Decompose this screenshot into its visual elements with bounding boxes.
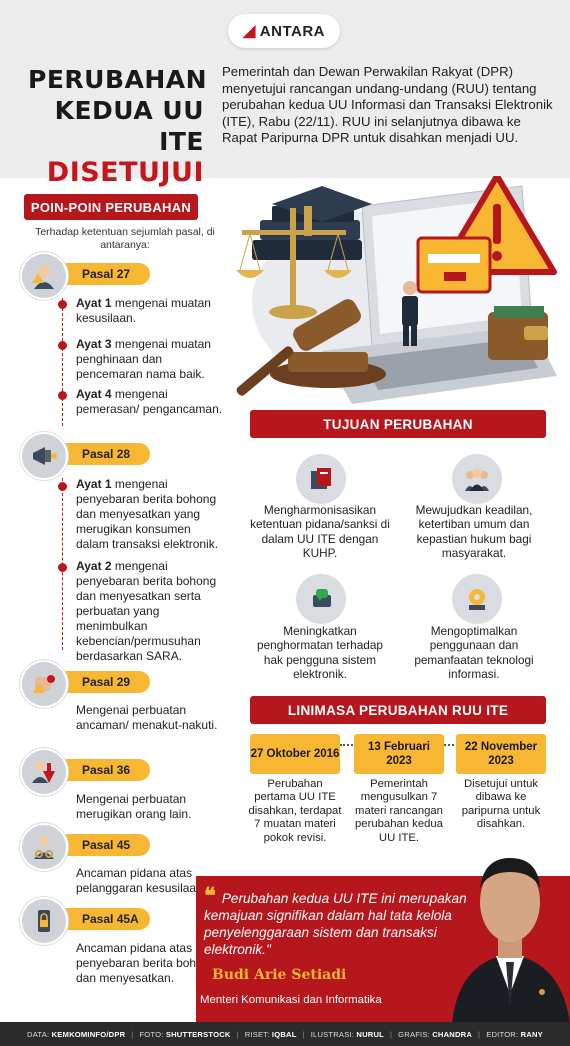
- antara-mark-icon: ◢: [242, 23, 256, 40]
- title-line-2: KEDUA UU ITE: [54, 96, 204, 156]
- bullet-dot: [58, 482, 67, 491]
- timeline-text-1: Perubahan pertama UU ITE disahkan, terda…: [248, 778, 342, 844]
- tujuan-item-3: Meningkatkan penghormatan terhadap hak p…: [257, 624, 383, 681]
- credit-data: DATA: KEMKOMINFO/DPR: [27, 1029, 126, 1039]
- poin-heading: POIN-POIN PERUBAHAN: [24, 194, 198, 220]
- timeline-date-3: 22 November 2023: [456, 734, 546, 774]
- gear-tech-icon: [452, 574, 502, 624]
- pasal-27-ayat-3: Ayat 3 mengenai muatan penghinaan dan pe…: [76, 337, 211, 381]
- bullet-dot: [58, 341, 67, 350]
- timeline-connector: [444, 744, 458, 746]
- book-law-icon: [296, 454, 346, 504]
- pasal-28-ayat-2: Ayat 2 mengenai penyebaran berita bohong…: [76, 559, 217, 663]
- credit-ilustrasi: ILUSTRASI: NURUL: [310, 1029, 384, 1039]
- pasal-36-desc: Mengenai perbuatan merugikan orang lain.: [76, 792, 192, 821]
- gavel-icon: [236, 299, 386, 396]
- handcuff-person-icon: [20, 823, 68, 871]
- pasal-29-desc: Mengenai perbuatan ancaman/ menakut-naku…: [76, 703, 218, 732]
- pasal-45-label: Pasal 45: [52, 834, 150, 856]
- browser-window-icon: [416, 236, 492, 294]
- quote-author: Budi Arie Setiadi: [212, 967, 347, 983]
- credit-riset: RISET: IQBAL: [244, 1029, 297, 1039]
- credit-foto: FOTO: SHUTTERSTOCK: [139, 1029, 231, 1039]
- pasal-27-ayat-1: Ayat 1 mengenai muatan kesusilaan.: [76, 296, 211, 325]
- page-title: PERUBAHAN KEDUA UU ITE DISETUJUI: [28, 64, 208, 188]
- pasal-29-label: Pasal 29: [52, 671, 150, 693]
- pasal-45a-label: Pasal 45A: [52, 908, 150, 930]
- bullet-dot: [58, 300, 67, 309]
- antara-logo: ◢ ANTARA: [228, 14, 340, 48]
- credit-grafis: GRAFIS: CHANDRA: [398, 1029, 473, 1039]
- timeline-connector: [340, 744, 356, 746]
- pasal-28-ayat-1: Ayat 1 mengenai penyebaran berita bohong…: [76, 477, 219, 551]
- pasal-27-label: Pasal 27: [52, 263, 150, 285]
- timeline-date-1: 27 Oktober 2016: [250, 734, 340, 774]
- intro-paragraph: Pemerintah dan Dewan Perwakilan Rakyat (…: [222, 64, 553, 145]
- megaphone-icon: [20, 432, 68, 480]
- tujuan-item-2: Mewujudkan keadilan, ketertiban umum dan…: [415, 503, 533, 560]
- pasal-36-label: Pasal 36: [52, 759, 150, 781]
- logo-text: ANTARA: [259, 22, 326, 40]
- tujuan-item-1: Mengharmonisasikan ketentuan pidana/sank…: [250, 503, 390, 560]
- credit-editor: EDITOR: RANY: [486, 1029, 543, 1039]
- quote-author-role: Menteri Komunikasi dan Informatika: [200, 994, 382, 1006]
- person-warning-icon: [20, 252, 68, 300]
- tujuan-heading: TUJUAN PERUBAHAN: [250, 410, 546, 438]
- law-tech-illustration: [236, 176, 557, 404]
- timeline-text-2: Pemerintah mengusulkan 7 materi rancanga…: [355, 778, 443, 844]
- pasal-45-desc: Ancaman pidana atas pelanggaran kesusila…: [76, 866, 207, 895]
- quote-text: ❝Perubahan kedua UU ITE ini merupakan ke…: [204, 883, 467, 957]
- books-icon: [252, 186, 372, 260]
- poin-intro: Terhadap ketentuan sejumlah pasal, di an…: [35, 226, 215, 251]
- pasal-27-ayat-4: Ayat 4 mengenai pemerasan/ pengancaman.: [76, 387, 223, 416]
- minister-portrait: [452, 858, 570, 1024]
- pasal-27-connector: [62, 298, 63, 426]
- down-arrow-person-icon: [20, 748, 68, 796]
- quote-mark-icon: ❝: [204, 883, 216, 909]
- people-icon: [452, 454, 502, 504]
- tujuan-item-4: Mengoptimalkan penggunaan dan pemanfaata…: [414, 624, 534, 681]
- bullet-dot: [58, 391, 67, 400]
- lock-phone-icon: [20, 897, 68, 945]
- threat-hand-icon: [20, 660, 68, 708]
- timeline-date-2: 13 Februari 2023: [354, 734, 444, 774]
- pasal-45a-desc: Ancaman pidana atas penyebaran berita bo…: [76, 941, 217, 985]
- bullet-dot: [58, 563, 67, 572]
- linimasa-heading: LINIMASA PERUBAHAN RUU ITE: [250, 696, 546, 724]
- businessman-icon: [402, 281, 418, 346]
- scales-icon: [236, 208, 352, 319]
- title-line-3: DISETUJUI: [46, 157, 204, 188]
- pasal-28-label: Pasal 28: [52, 443, 150, 465]
- title-line-1: PERUBAHAN: [28, 65, 208, 94]
- credits-footer: DATA: KEMKOMINFO/DPR | FOTO: SHUTTERSTOC…: [0, 1022, 570, 1046]
- wallet-icon: [488, 306, 548, 360]
- chat-phone-icon: [296, 574, 346, 624]
- timeline-text-3: Disetujui untuk dibawa ke paripurna untu…: [461, 778, 541, 831]
